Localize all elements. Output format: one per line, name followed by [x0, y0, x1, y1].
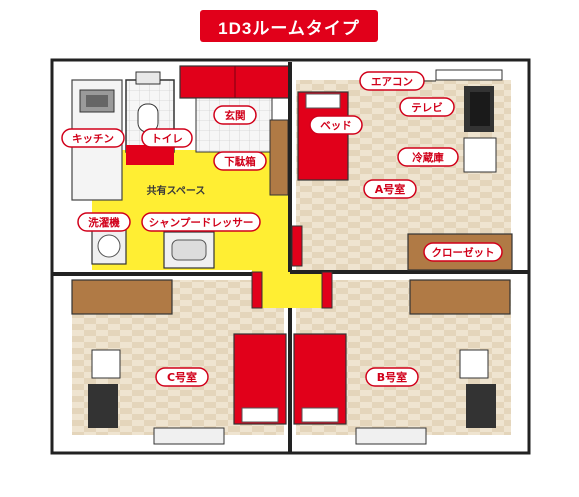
page-title: 1D3ルームタイプ — [200, 10, 378, 42]
room-a-label: A号室 — [363, 179, 417, 199]
label-refrigerator: 冷蔵庫 — [397, 147, 459, 167]
svg-text:テレビ: テレビ — [411, 101, 443, 114]
window-c — [153, 427, 225, 445]
svg-text:玄関: 玄関 — [225, 109, 246, 122]
svg-text:冷蔵庫: 冷蔵庫 — [412, 151, 444, 164]
room-b-label: B号室 — [365, 367, 419, 387]
door-b — [321, 271, 333, 309]
label-shampoo-dresser: シャンプードレッサー — [141, 212, 261, 232]
door-a — [291, 225, 303, 267]
room-c-label: C号室 — [155, 367, 209, 387]
label-washing-machine: 洗濯機 — [77, 212, 131, 232]
toilet-bowl-icon — [137, 103, 159, 133]
door-c — [251, 271, 263, 309]
svg-text:ベッド: ベッド — [320, 120, 352, 132]
label-closet: クローゼット — [423, 242, 503, 262]
refrigerator-b-icon — [459, 349, 489, 379]
label-toilet: トイレ — [141, 128, 193, 148]
toilet-tank-icon — [135, 71, 161, 85]
svg-text:エアコン: エアコン — [371, 76, 413, 88]
toilet-mat — [126, 145, 174, 165]
label-common-space: 共有スペース — [147, 184, 206, 197]
refrigerator-icon — [463, 137, 497, 173]
tv-b-icon — [466, 384, 496, 428]
kitchen-sink-basin — [86, 95, 108, 107]
svg-text:トイレ: トイレ — [151, 133, 183, 145]
label-air-conditioner: エアコン — [359, 71, 425, 91]
desk-c-icon — [71, 279, 173, 315]
air-conditioner-icon — [435, 69, 503, 81]
svg-text:下駄箱: 下駄箱 — [224, 155, 256, 168]
label-bed: ベッド — [309, 115, 363, 135]
label-tv: テレビ — [399, 97, 455, 117]
window-b — [355, 427, 427, 445]
label-shoe-box: 下駄箱 — [213, 151, 267, 171]
svg-text:B号室: B号室 — [377, 370, 407, 384]
hallway-floor — [258, 270, 328, 308]
label-kitchen: キッチン — [61, 128, 125, 148]
svg-text:A号室: A号室 — [375, 182, 406, 196]
desk-b-icon — [409, 279, 511, 315]
svg-text:C号室: C号室 — [167, 370, 197, 384]
svg-text:クローゼット: クローゼット — [432, 246, 495, 259]
shoe-cabinet-side — [269, 119, 289, 196]
svg-text:シャンプードレッサー: シャンプードレッサー — [149, 216, 254, 229]
tv-c-icon — [88, 384, 118, 428]
refrigerator-c-icon — [91, 349, 121, 379]
label-entrance: 玄関 — [213, 105, 257, 125]
svg-text:キッチン: キッチン — [72, 133, 114, 145]
svg-text:洗濯機: 洗濯機 — [88, 216, 120, 229]
